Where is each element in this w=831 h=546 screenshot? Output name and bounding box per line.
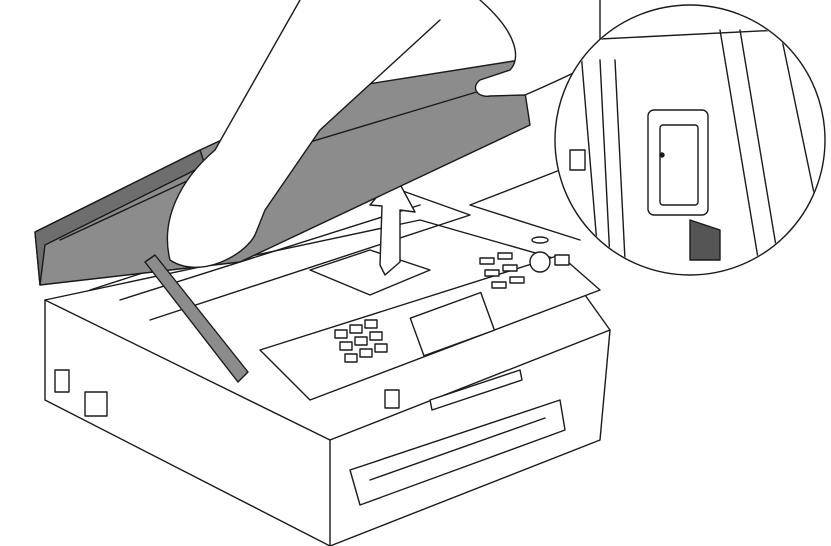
paper-tray (349, 399, 566, 506)
hands (166, 0, 601, 269)
support-arm (144, 254, 249, 383)
side-port-left (54, 369, 70, 393)
control-panel (259, 236, 601, 401)
detail-callout (469, 4, 826, 276)
left-hand (166, 0, 441, 269)
lcd-screen (409, 291, 496, 357)
card-slot (384, 389, 400, 409)
sensor-window (647, 109, 709, 216)
side-port-right (84, 391, 108, 417)
keypad (334, 319, 388, 363)
nav-buttons (479, 236, 570, 289)
front-slot (429, 369, 523, 411)
